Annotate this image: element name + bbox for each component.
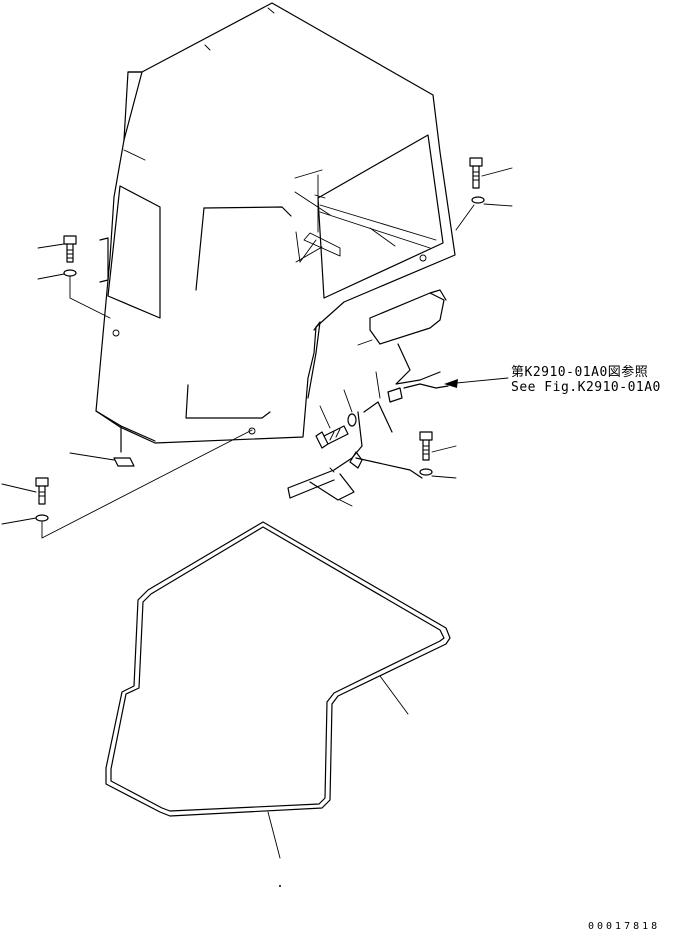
floor-seal: [105, 521, 451, 888]
leader-line: [299, 239, 317, 263]
bolt-icon: [469, 157, 513, 189]
bolt-icon: [419, 431, 457, 461]
washer-icon: [343, 389, 357, 427]
cab-body: [95, 2, 456, 453]
rubber-pad: [69, 452, 135, 467]
drawing-number: 00017818: [588, 921, 661, 932]
leader-line: [375, 371, 381, 399]
reference-label-ja: 第K2910-01A0図参照: [511, 365, 649, 380]
washer-icon: [37, 269, 111, 319]
leader-line: [339, 499, 353, 507]
washer-icon: [455, 196, 513, 231]
bolt-icon: [1, 477, 49, 505]
reference-arrow: [444, 377, 509, 388]
washer-icon: [419, 468, 457, 479]
leader-line: [329, 467, 335, 473]
bolt-icon: [315, 405, 349, 449]
bolt-icon: [37, 235, 77, 263]
washer-icon: [1, 429, 253, 539]
reference-label-en: See Fig.K2910-01A0: [511, 380, 661, 395]
latch-assembly: [287, 289, 449, 501]
